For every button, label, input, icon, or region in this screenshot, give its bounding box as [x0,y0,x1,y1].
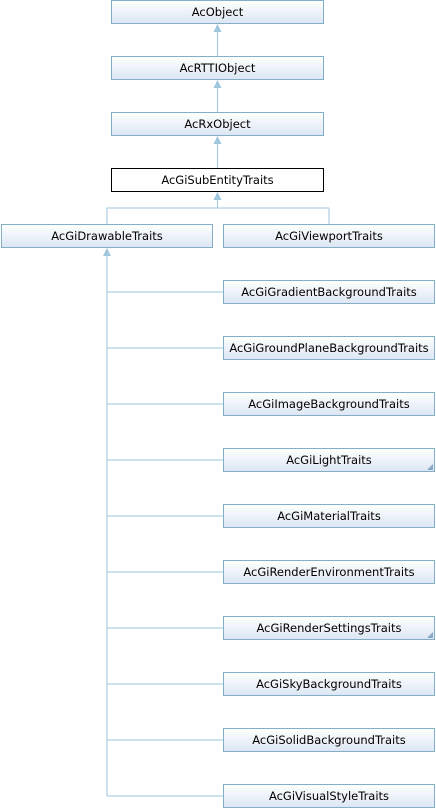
arrowhead-acgisubentitytraits [213,192,222,200]
node-label: AcGiMaterialTraits [277,509,381,523]
node-acrttiobject[interactable]: AcRTTIObject [111,56,324,80]
node-label: AcGiImageBackgroundTraits [248,397,410,411]
arrowhead-acobject [213,24,222,32]
node-acgiimagebackgroundtraits[interactable]: AcGiImageBackgroundTraits [223,392,435,416]
node-acgigradientbackgroundtraits[interactable]: AcGiGradientBackgroundTraits [223,280,435,304]
node-acgisolidbackgroundtraits[interactable]: AcGiSolidBackgroundTraits [223,728,435,752]
node-acgigroundplanebackgroundtraits[interactable]: AcGiGroundPlaneBackgroundTraits [223,336,435,360]
has-subclasses-corner-icon [427,632,433,638]
node-label: AcRTTIObject [179,61,256,75]
node-label: AcRxObject [184,117,251,131]
node-label: AcGiDrawableTraits [51,229,163,243]
node-acgivisualstyletraits[interactable]: AcGiVisualStyleTraits [223,784,435,808]
node-label: AcObject [191,5,244,19]
node-label: AcGiRenderSettingsTraits [256,621,402,635]
node-acrxobject[interactable]: AcRxObject [111,112,324,136]
arrowhead-acrttiobject [213,80,222,88]
node-label: AcGiLightTraits [286,453,372,467]
node-acobject[interactable]: AcObject [111,0,324,24]
node-acgirenderenvironmenttraits[interactable]: AcGiRenderEnvironmentTraits [223,560,435,584]
node-acgisubentitytraits: AcGiSubEntityTraits [111,168,324,192]
node-acgilighttraits[interactable]: AcGiLightTraits [223,448,435,472]
has-subclasses-corner-icon [427,464,433,470]
arrowhead-acgidrawabletraits [103,248,111,256]
node-acgiviewporttraits[interactable]: AcGiViewportTraits [223,224,435,248]
node-label: AcGiViewportTraits [275,229,383,243]
node-label: AcGiGroundPlaneBackgroundTraits [229,341,429,355]
node-acgiskybackgroundtraits[interactable]: AcGiSkyBackgroundTraits [223,672,435,696]
node-acgirendersettingstraits[interactable]: AcGiRenderSettingsTraits [223,616,435,640]
node-acgimaterialtraits[interactable]: AcGiMaterialTraits [223,504,435,528]
node-acgidrawabletraits[interactable]: AcGiDrawableTraits [1,224,213,248]
arrowhead-acrxobject [213,136,222,144]
node-label: AcGiGradientBackgroundTraits [241,285,417,299]
node-label: AcGiRenderEnvironmentTraits [243,565,415,579]
node-label: AcGiVisualStyleTraits [268,789,390,803]
node-label: AcGiSkyBackgroundTraits [256,677,402,691]
inheritance-edges [103,24,330,797]
node-label: AcGiSubEntityTraits [161,173,274,187]
node-label: AcGiSolidBackgroundTraits [252,733,406,747]
